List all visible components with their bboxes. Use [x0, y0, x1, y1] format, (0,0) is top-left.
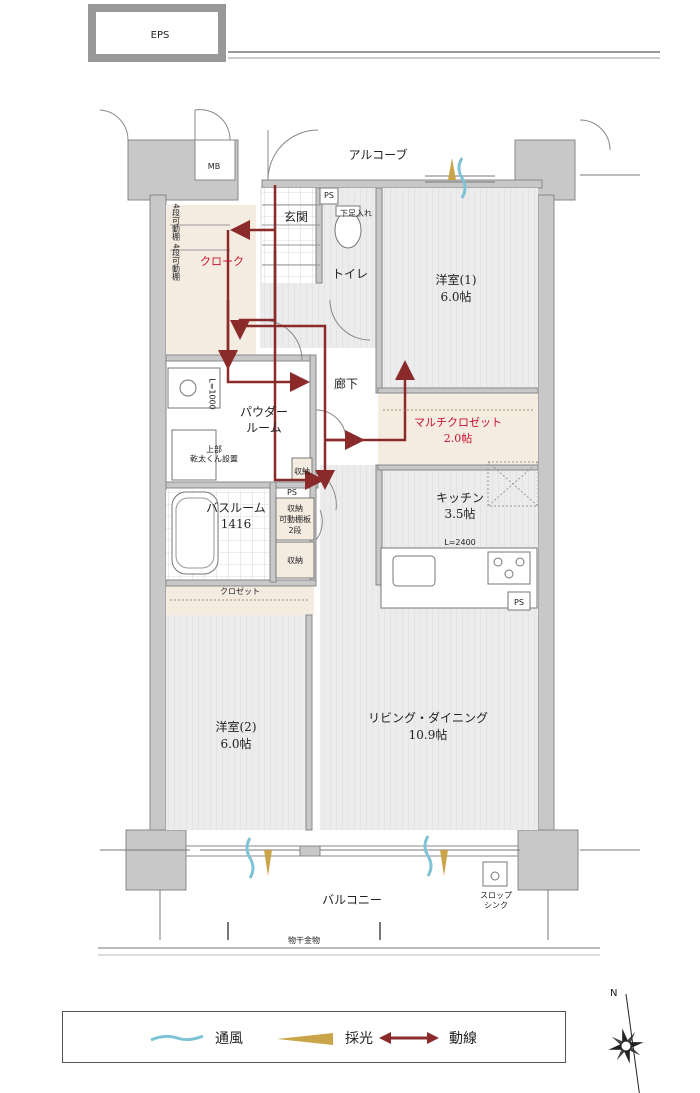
closet-shelf-1-label: 4段可動棚	[172, 203, 181, 241]
compass-north-label: N	[610, 988, 617, 999]
western2-size: 6.0帖	[220, 736, 251, 751]
ps-top-label: PS	[324, 191, 334, 200]
balcony-rails	[98, 890, 600, 956]
toilet-label: トイレ	[332, 267, 368, 281]
legend-circulation-label: 動線	[449, 1031, 477, 1047]
living-size: 10.9帖	[409, 727, 448, 742]
closet-rails	[170, 409, 535, 601]
western1-size: 6.0帖	[440, 289, 471, 304]
ps-bath-label: PS	[287, 488, 297, 497]
l1000-label: L=1000	[208, 378, 217, 410]
kitchen-counter	[380, 461, 539, 611]
powder-name-2: ルーム	[246, 421, 282, 435]
eps-area: EPS	[88, 4, 660, 62]
legend-daylight-label: 採光	[345, 1031, 373, 1047]
closet-label: クロゼット	[220, 586, 260, 596]
bath-fixture	[171, 457, 315, 579]
windows	[100, 174, 640, 851]
slop-sink-1: スロップ	[480, 891, 512, 900]
room-labels: アルコーブ MB PS 玄関 下足入れ 4段可動棚 4段可動棚 クローク トイレ…	[172, 147, 524, 945]
circulation-arrow-icon	[379, 1032, 439, 1044]
ps-kitchen-label: PS	[514, 598, 524, 607]
storage-shelf-2: 可動棚板	[279, 514, 311, 524]
shoe-cabinet-label: 下足入れ	[340, 209, 372, 218]
legend-circulation: 動線	[379, 1012, 477, 1064]
slop-sink	[482, 861, 508, 887]
dryer-label: 上部乾太くん設置	[190, 444, 238, 464]
kitchen-size: 3.5帖	[444, 506, 475, 521]
outer-walls	[99, 109, 611, 891]
western1-name: 洋室(1)	[436, 272, 477, 287]
multi-closet-size: 2.0帖	[444, 432, 473, 445]
alcove-label: アルコーブ	[349, 147, 408, 162]
powder-fixtures	[167, 367, 221, 481]
legend-ventilation: 通風	[149, 1012, 243, 1064]
cloak-label: クローク	[200, 255, 244, 268]
closet-shelf-2-label: 4段可動棚	[172, 243, 181, 281]
mb-label: MB	[208, 162, 220, 171]
powder-name-1: パウダー	[240, 404, 288, 419]
balcony-label: バルコニー	[322, 893, 382, 907]
storage-lower-label: 収納	[287, 555, 303, 565]
bath-name: バスルーム	[206, 501, 266, 515]
drying-rack-label: 物干金物	[288, 935, 320, 945]
storage-shelf-3: 2段	[288, 525, 301, 535]
storage-shelf-1: 収納	[287, 503, 303, 513]
entrance-steps	[170, 204, 320, 266]
eps-label: EPS	[151, 30, 170, 41]
legend: 通風 採光 動線	[62, 1011, 566, 1063]
western2-name: 洋室(2)	[216, 719, 257, 734]
multi-closet-name: マルチクロゼット	[414, 416, 502, 429]
l2400-label: L=2400	[444, 538, 476, 547]
compass-rose: N	[608, 988, 644, 1093]
bath-size: 1416	[221, 517, 252, 531]
light-icon	[277, 1033, 333, 1045]
slop-sink-2: シンク	[484, 901, 508, 910]
legend-daylight: 採光	[275, 1012, 373, 1064]
wind-icon	[150, 1034, 204, 1042]
floors	[166, 188, 538, 830]
ventilation-light-markers	[245, 157, 467, 879]
circulation-arrows	[218, 185, 415, 490]
storage-small-label: 収納	[294, 466, 310, 476]
entrance-label: 玄関	[284, 209, 308, 224]
toilet-fixture	[319, 187, 362, 249]
living-name: リビング・ダイニング	[368, 710, 488, 725]
kitchen-name: キッチン	[436, 491, 484, 505]
hallway-label: 廊下	[334, 376, 358, 391]
legend-ventilation-label: 通風	[215, 1031, 243, 1047]
